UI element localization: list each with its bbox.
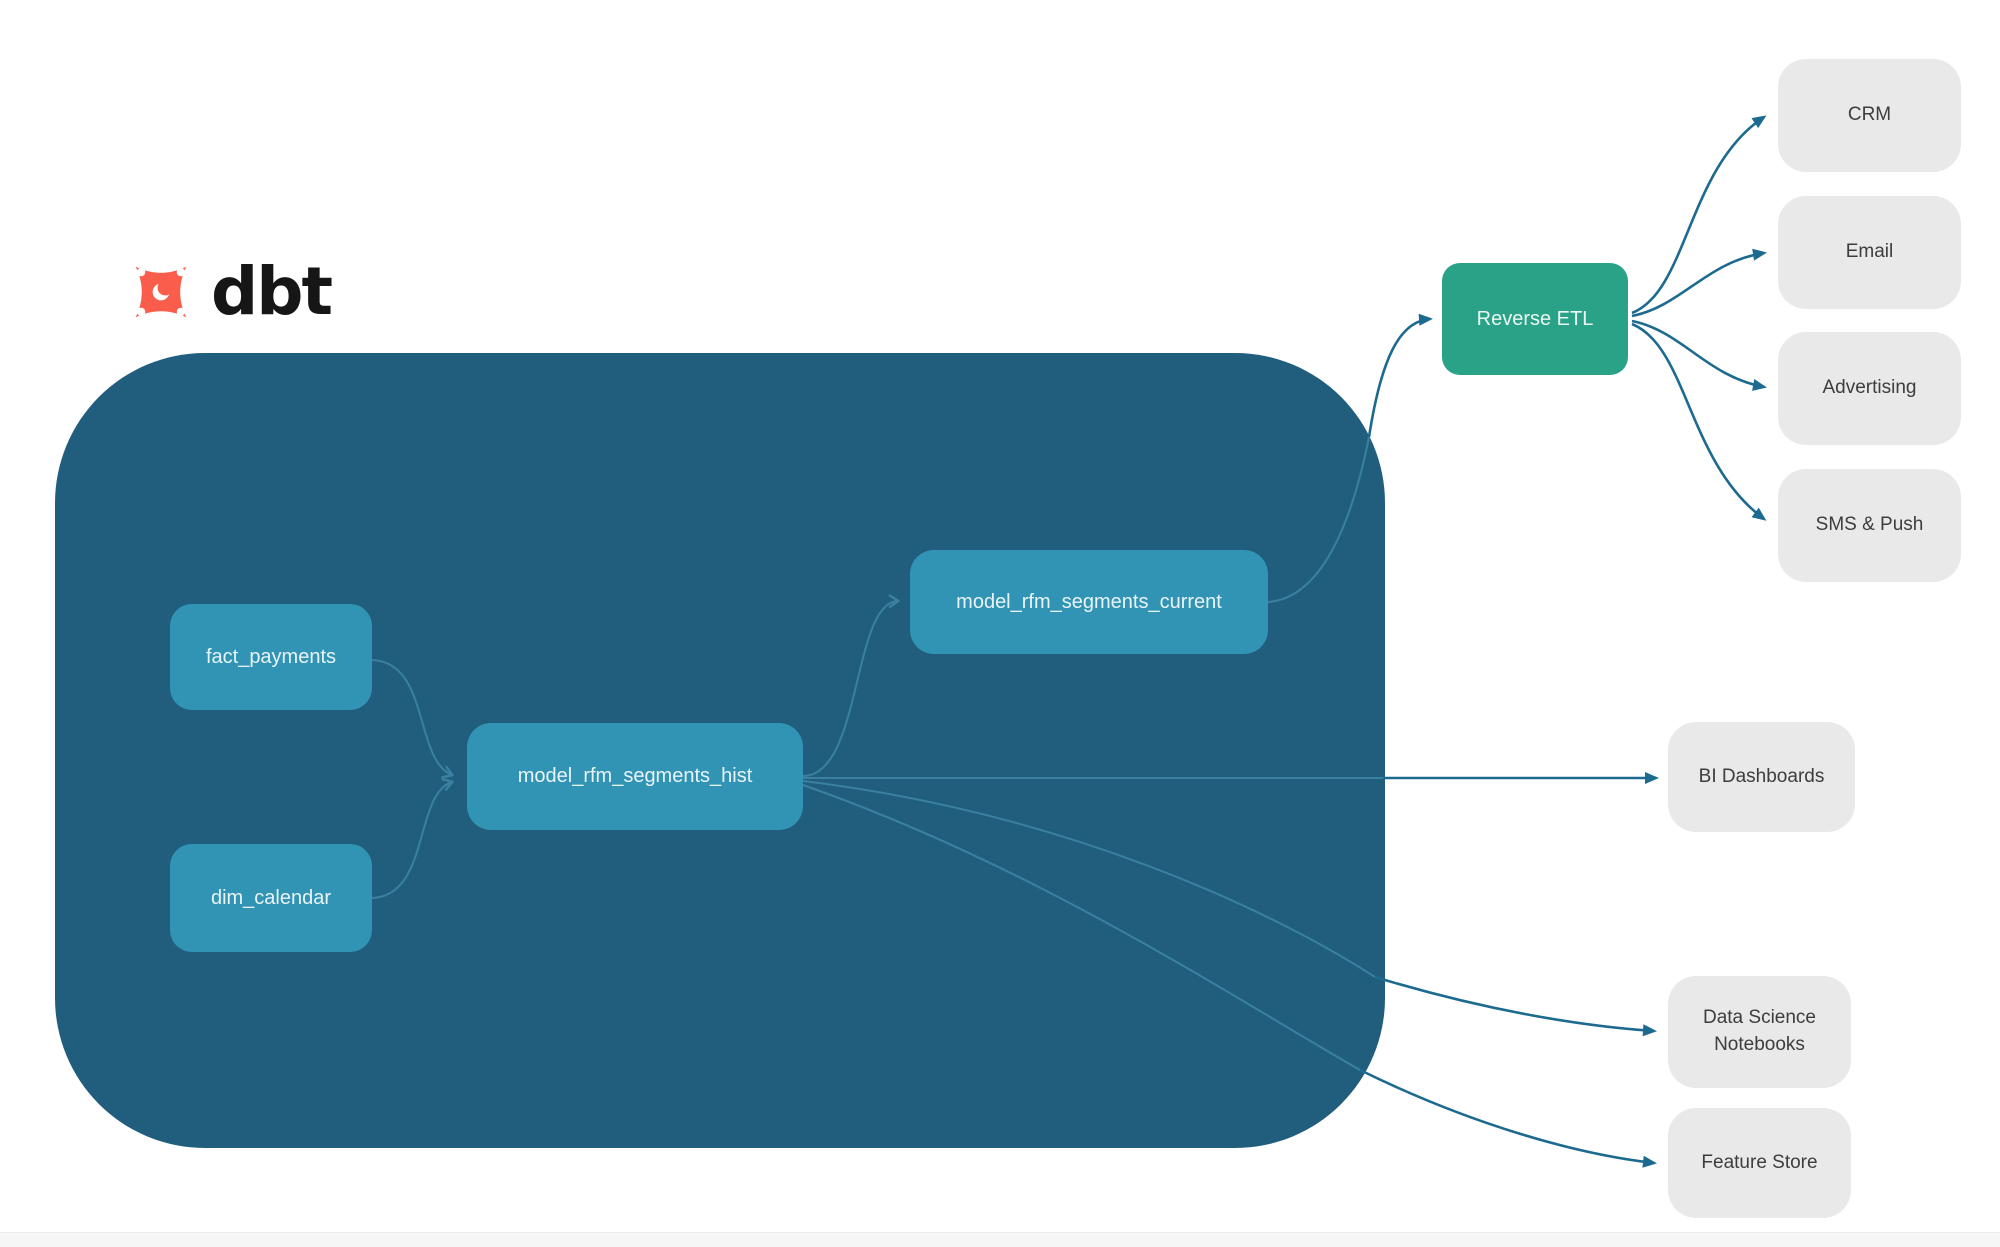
dbt-logo-icon <box>135 266 187 318</box>
edge-hist-to-current <box>802 594 900 777</box>
node-model-rfm-segments-current: model_rfm_segments_current <box>910 550 1268 654</box>
dbt-wordmark: dbt <box>211 253 333 330</box>
edge-hist-to-ds-notebooks-inner <box>802 780 1376 978</box>
node-feature-store: Feature Store <box>1668 1108 1851 1218</box>
edge-reverse-etl-to-advertising <box>1631 319 1767 391</box>
node-email: Email <box>1778 196 1961 309</box>
edge-current-to-reverse-etl <box>1367 313 1433 438</box>
node-reverse-etl: Reverse ETL <box>1442 263 1628 375</box>
node-data-science-notebooks-label: Data Science Notebooks <box>1702 1007 1816 1055</box>
node-feature-store-label: Feature Store <box>1701 1151 1818 1173</box>
edge-hist-to-ds-notebooks <box>1374 975 1657 1037</box>
node-fact-payments: fact_payments <box>170 604 372 710</box>
edge-dim-calendar-to-hist <box>371 777 454 899</box>
node-dim-calendar-label: dim_calendar <box>210 886 332 909</box>
node-fact-payments-label: fact_payments <box>205 645 337 668</box>
node-crm-label: CRM <box>1847 104 1892 126</box>
edge-reverse-etl-to-sms-push <box>1631 322 1767 521</box>
node-sms-push-label: SMS & Push <box>1815 514 1924 536</box>
node-model-rfm-segments-hist: model_rfm_segments_hist <box>467 723 803 830</box>
node-model-rfm-segments-current-label: model_rfm_segments_current <box>956 590 1222 613</box>
node-dim-calendar: dim_calendar <box>170 844 372 952</box>
node-advertising-label: Advertising <box>1822 377 1917 399</box>
edge-hist-to-feature-store <box>1359 1068 1657 1168</box>
node-advertising: Advertising <box>1778 332 1961 445</box>
edge-reverse-etl-to-crm <box>1631 115 1767 315</box>
edge-hist-to-feature-store-inner <box>802 784 1361 1071</box>
node-bi-dashboards-label: BI Dashboards <box>1698 765 1825 787</box>
node-data-science-notebooks: Data Science Notebooks <box>1668 976 1851 1088</box>
node-crm: CRM <box>1778 59 1961 172</box>
edge-current-to-reverse-etl-inner <box>1267 436 1370 603</box>
node-email-label: Email <box>1845 241 1894 263</box>
node-reverse-etl-label: Reverse ETL <box>1476 307 1594 330</box>
bottom-strip <box>0 1232 2000 1247</box>
edge-reverse-etl-to-email <box>1631 248 1767 318</box>
node-model-rfm-segments-hist-label: model_rfm_segments_hist <box>517 765 753 787</box>
dbt-logo: dbt <box>123 252 333 332</box>
node-bi-dashboards: BI Dashboards <box>1668 722 1855 832</box>
node-sms-push: SMS & Push <box>1778 469 1961 582</box>
edge-fact-payments-to-hist <box>371 659 454 779</box>
